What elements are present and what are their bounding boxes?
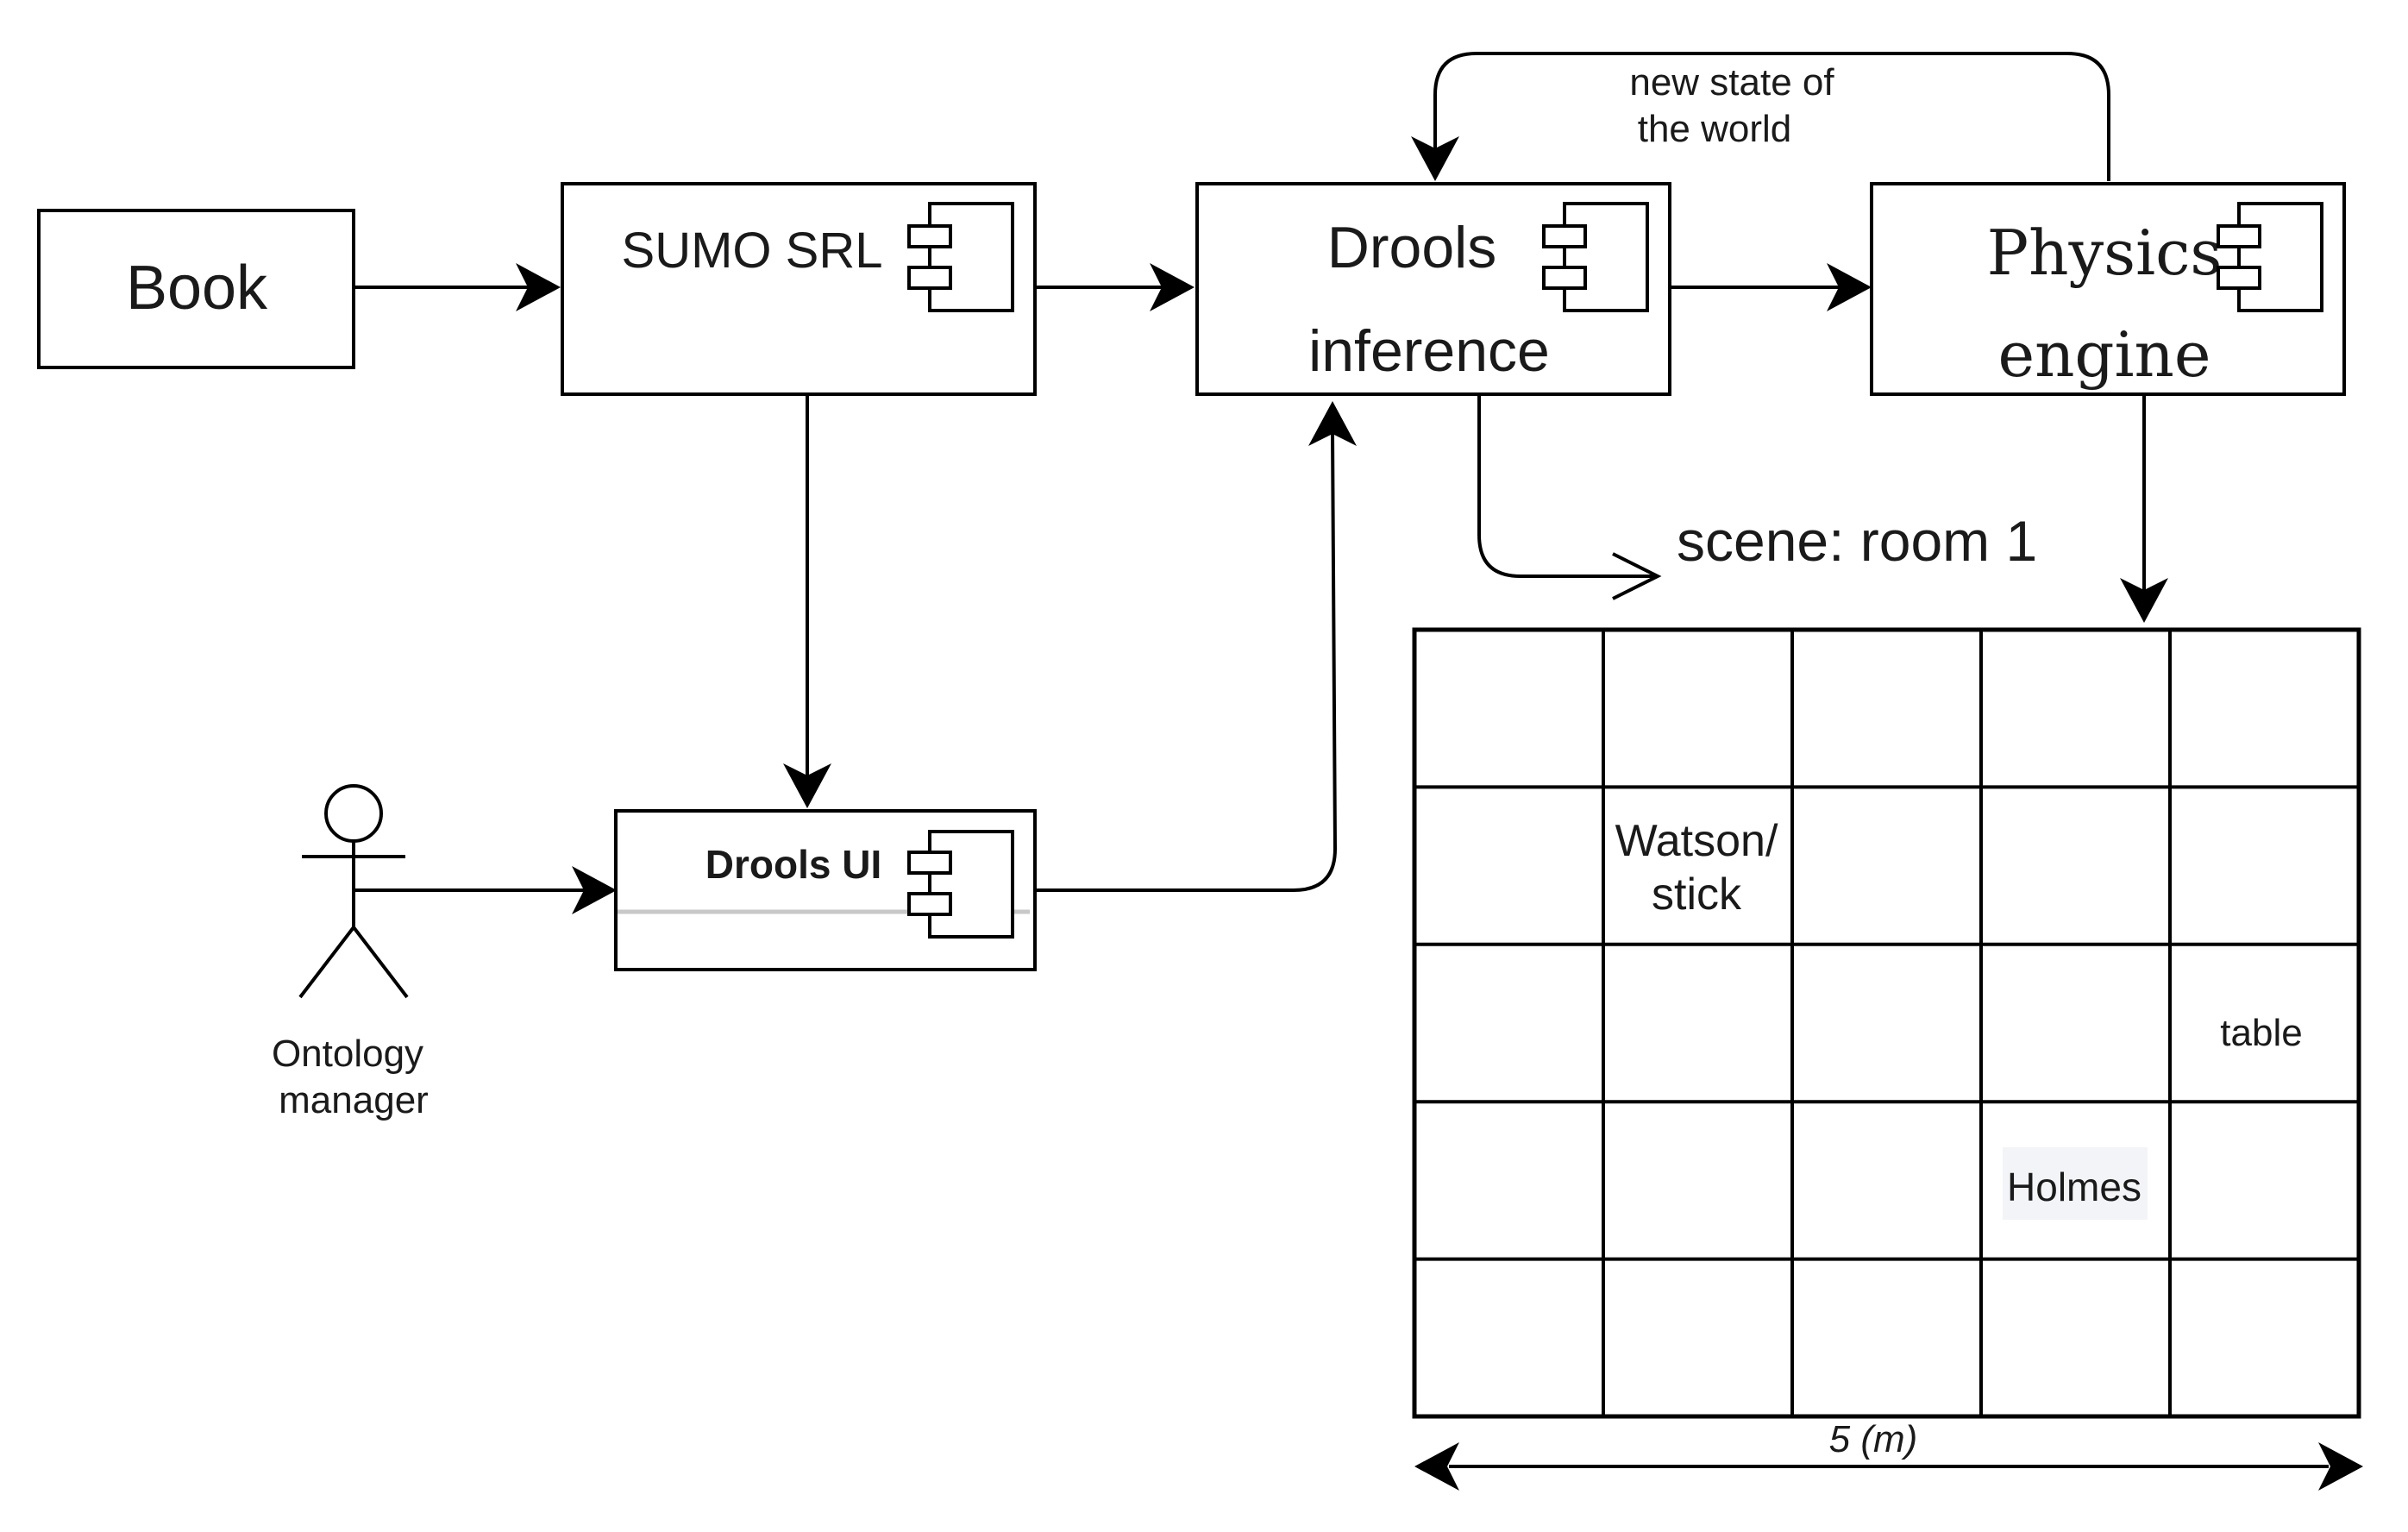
scene-grid — [1412, 627, 2361, 1419]
dimension-label: 5 (m) — [1829, 1418, 1918, 1460]
node-physics-engine: Physics engine — [1870, 182, 2346, 396]
feedback-label-line1: new state of — [1629, 61, 1834, 104]
component-icon — [2217, 202, 2323, 312]
edge-physics-to-grid — [2120, 395, 2168, 623]
grid-cell-watson-line1: Watson/ — [1615, 816, 1778, 866]
edge-drools-to-physics — [1670, 263, 1872, 311]
edge-actor-to-drools-ui — [355, 866, 617, 914]
component-icon — [1542, 202, 1649, 312]
actor-head — [324, 784, 383, 843]
node-drools-inference-line1: Drools — [1327, 215, 1497, 280]
grid-cell-table: table — [2220, 1012, 2302, 1054]
actor-label-line1: Ontology — [272, 1033, 423, 1075]
edge-drools-ui-to-drools — [1035, 401, 1357, 892]
node-sumo-srl-label: SUMO SRL — [622, 223, 883, 279]
node-drools-ui-label: Drools UI — [705, 842, 881, 887]
holmes-highlight — [2003, 1147, 2148, 1220]
dimension-arrow — [1414, 1442, 2363, 1491]
component-icon — [907, 202, 1014, 312]
node-book-label: Book — [126, 254, 268, 323]
component-icon — [907, 830, 1014, 939]
edge-sumo-to-drools-ui — [783, 395, 831, 808]
edge-physics-to-drools-feedback — [1411, 52, 2110, 181]
edge-book-to-sumo — [354, 263, 561, 311]
actor-label-line2: manager — [279, 1079, 429, 1121]
node-book: Book — [37, 209, 355, 369]
node-physics-engine-line2: engine — [1997, 318, 2210, 391]
grid-border — [1412, 627, 2361, 1419]
actor-ontology-manager: Ontology manager — [272, 784, 429, 1121]
node-physics-engine-line1: Physics — [1987, 217, 2223, 289]
grid-cell-watson-line2: stick — [1652, 870, 1742, 920]
node-drools-inference-line2: inference — [1308, 318, 1550, 384]
edge-drools-to-scene — [1477, 395, 1662, 600]
feedback-label-line2: the world — [1638, 108, 1792, 150]
scene-title: scene: room 1 — [1677, 509, 2037, 573]
grid-cell-holmes: Holmes — [2007, 1165, 2141, 1209]
edge-sumo-to-drools — [1035, 263, 1195, 311]
node-sumo-srl: SUMO SRL — [561, 182, 1037, 396]
node-drools-inference: Drools inference — [1195, 182, 1671, 396]
node-drools-ui: Drools UI — [614, 809, 1037, 971]
